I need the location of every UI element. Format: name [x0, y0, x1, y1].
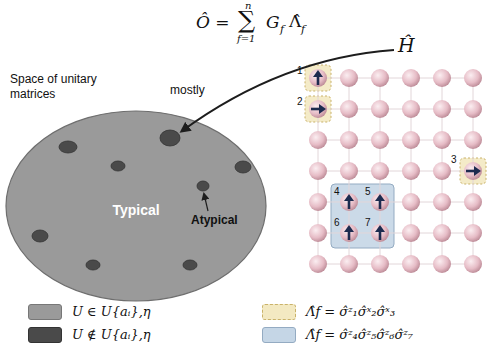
atypical-blob	[235, 161, 251, 173]
lattice-site	[464, 255, 482, 273]
lattice-site	[309, 131, 327, 149]
callout-number: 7	[365, 218, 371, 228]
legend-text: Λ̂f = σ̂ᶻ₁σ̂ˣ₂σ̂ˣ₃	[306, 305, 395, 318]
lattice-site	[309, 255, 327, 273]
lattice-site	[340, 100, 358, 118]
formula-part: Λ̂	[289, 13, 301, 30]
lattice-site	[464, 69, 482, 87]
lattice-site	[464, 224, 482, 242]
lattice-site	[340, 224, 358, 242]
formula-limit: f=1	[237, 34, 255, 44]
lattice-site	[309, 100, 327, 118]
lattice-site	[433, 131, 451, 149]
lattice-site	[309, 224, 327, 242]
atypical-label: Atypical	[191, 214, 238, 226]
spin-arrow-head	[319, 104, 326, 114]
spin-arrow-head	[474, 166, 481, 176]
spin-arrow	[311, 108, 320, 111]
atypical-blob	[86, 260, 100, 270]
blue-highlight	[331, 184, 394, 248]
lattice-site	[433, 193, 451, 211]
lattice-site	[402, 69, 420, 87]
lattice-site	[340, 193, 358, 211]
lattice-site	[433, 69, 451, 87]
lattice-site	[340, 131, 358, 149]
spin-arrow	[379, 200, 382, 209]
spin-arrow-head	[375, 225, 385, 232]
lattice-site	[371, 162, 389, 180]
spin-arrow	[379, 231, 382, 240]
callout-number: 5	[365, 187, 371, 197]
callout-number: 2	[297, 97, 303, 107]
lattice-site	[371, 100, 389, 118]
lattice-site	[402, 162, 420, 180]
spin-arrow	[348, 231, 351, 240]
region-label: Typical	[112, 202, 159, 218]
legend-swatch	[262, 304, 296, 320]
formula-part: Ô =	[196, 14, 230, 31]
callout-number: 1	[297, 66, 303, 76]
lattice-site	[371, 193, 389, 211]
lattice-site	[309, 193, 327, 211]
lattice-site	[371, 131, 389, 149]
formula-subscript: f	[280, 24, 284, 35]
hamiltonian-symbol: Ĥ	[398, 36, 415, 55]
lattice-site	[464, 131, 482, 149]
callout-number: 3	[451, 155, 457, 165]
atypical-blob	[197, 181, 209, 191]
spin-arrow	[466, 170, 475, 173]
lattice-site	[402, 255, 420, 273]
formula-limit: n	[245, 1, 251, 11]
spin-arrow-head	[375, 194, 385, 201]
legend-text: U ∈ U{aᵢ},η	[72, 305, 151, 318]
atypical-blob	[32, 230, 48, 242]
lattice-site	[433, 100, 451, 118]
legend-swatch	[28, 327, 62, 343]
lattice-site	[464, 193, 482, 211]
lattice-site	[371, 224, 389, 242]
callout-number: 4	[334, 187, 340, 197]
spin-arrow-head	[313, 70, 323, 77]
atypical-blob	[160, 130, 180, 146]
lattice-site	[371, 69, 389, 87]
leader-arrow	[204, 194, 208, 211]
unitary-space-ellipse: Typical	[5, 110, 267, 302]
legend-swatch	[262, 327, 296, 343]
spin-arrow	[317, 76, 320, 85]
lattice-site	[371, 255, 389, 273]
lattice-site	[402, 131, 420, 149]
lattice-site	[309, 69, 327, 87]
arrow-label: mostly	[170, 84, 205, 96]
atypical-blob	[59, 141, 77, 153]
lattice-site	[309, 162, 327, 180]
ellipse-shape	[6, 111, 266, 301]
lattice-site	[433, 162, 451, 180]
ellipse-text-wrap: Typical	[5, 110, 267, 302]
legend-swatch	[28, 304, 62, 320]
callout-number: 6	[334, 218, 340, 228]
legend-text: Λ̂f = σ̂ᶻ₄σ̂ᶻ₅σ̂ᶻ₆σ̂ᶻ₇	[306, 328, 413, 341]
spin-arrow-head	[344, 194, 354, 201]
lattice-site	[402, 224, 420, 242]
lattice-site	[464, 162, 482, 180]
lattice-site	[433, 224, 451, 242]
formula-subscript: f	[301, 24, 305, 35]
lattice-site	[464, 100, 482, 118]
space-caption: Space of unitary matrices	[10, 72, 110, 102]
formula-sum: ∑	[238, 8, 255, 32]
lattice-site	[402, 100, 420, 118]
lattice-site	[340, 69, 358, 87]
spin-arrow-head	[344, 225, 354, 232]
atypical-blob	[183, 260, 197, 270]
lattice-site	[340, 162, 358, 180]
curved-arrow	[182, 50, 394, 131]
lattice-site	[402, 193, 420, 211]
lattice-site	[340, 255, 358, 273]
legend-text: U ∉ U{aᵢ},η	[72, 328, 151, 341]
atypical-blob	[111, 161, 125, 171]
spin-arrow	[348, 200, 351, 209]
formula-part: G	[266, 14, 280, 31]
lattice-site	[433, 255, 451, 273]
